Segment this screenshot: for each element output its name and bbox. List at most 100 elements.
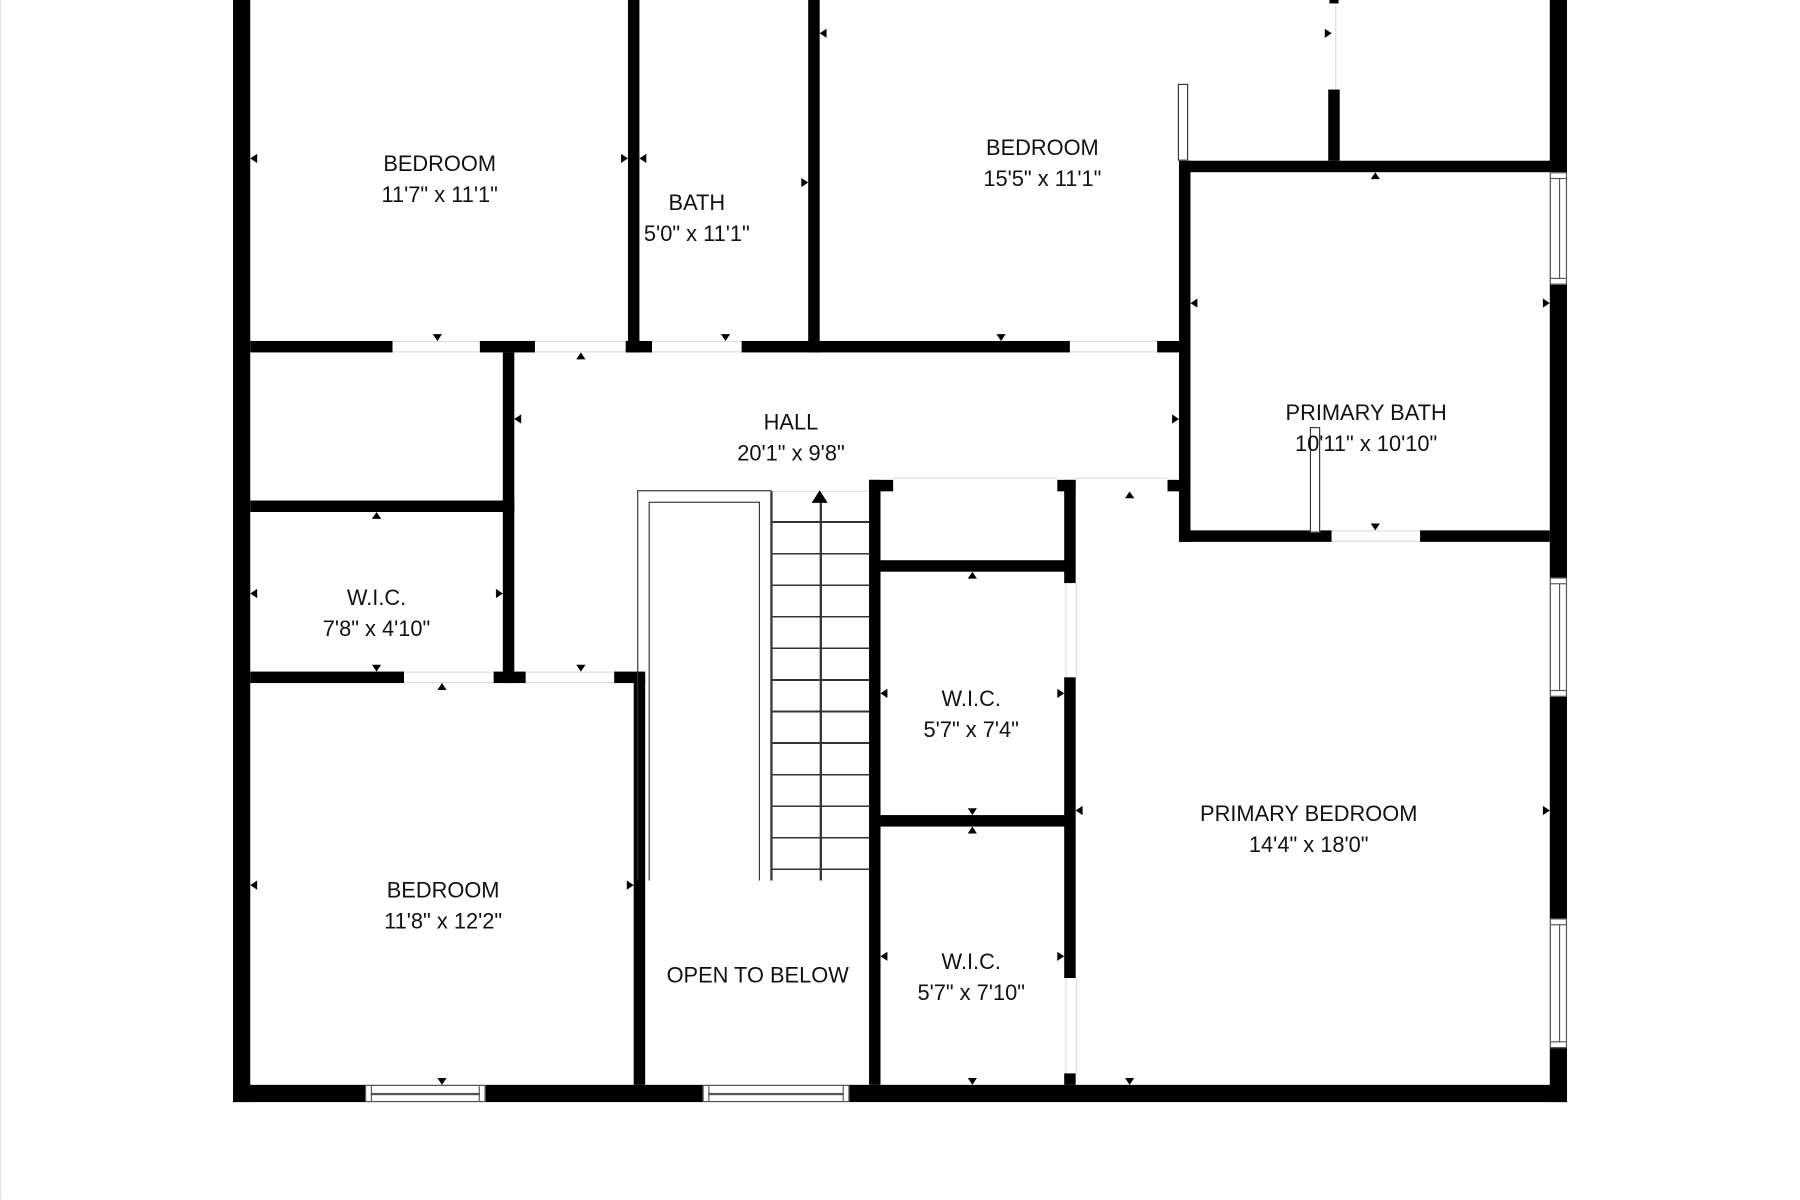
wall-wic-right-2 — [1064, 677, 1076, 979]
wall-cap — [869, 479, 894, 492]
wall-segment — [1157, 340, 1183, 353]
wall-closet-right — [502, 352, 515, 684]
room-label-wic-2: W.I.C. 5'7" x 7'4" — [924, 684, 1019, 746]
door-opening — [1331, 530, 1421, 542]
wall-segment — [625, 340, 653, 353]
image-border — [0, 0, 2, 1200]
room-dimensions: 14'4" x 18'0" — [1248, 833, 1369, 858]
door-opening — [1065, 978, 1077, 1074]
room-dimensions: 5'7" x 7'10" — [917, 981, 1025, 1006]
room-dimensions: 15'5" x 11'1" — [983, 167, 1102, 192]
dimension-marker-icon — [1075, 805, 1083, 816]
wall-cap — [1167, 479, 1191, 492]
dimension-marker-icon — [967, 826, 977, 834]
room-dimensions: 5'7" x 7'4" — [923, 718, 1019, 743]
wall-wic-left — [869, 479, 881, 1085]
room-label-primary-bedroom: PRIMARY BEDROOM 14'4" x 18'0" — [1200, 799, 1417, 861]
room-label-bedroom-1: BEDROOM 11'7" x 11'1" — [381, 149, 497, 211]
wall-stub-top — [1329, 0, 1339, 4]
window — [1549, 172, 1568, 285]
dimension-marker-icon — [639, 153, 647, 164]
dimension-marker-icon — [1370, 523, 1380, 531]
stair-rail-outer — [637, 490, 772, 881]
dimension-marker-icon — [250, 588, 258, 599]
wall-segment — [479, 340, 535, 353]
wall-segment — [250, 340, 393, 353]
door-opening — [652, 340, 742, 353]
wall-segment — [741, 340, 1070, 353]
room-label-hall: HALL 20'1" x 9'8" — [737, 408, 844, 470]
exterior-wall-left — [233, 0, 251, 1103]
dimension-marker-icon — [576, 352, 586, 360]
wall-primary-bath-left — [1178, 160, 1191, 542]
dimension-marker-icon — [819, 28, 827, 38]
room-label-wic-1: W.I.C. 7'8" x 4'10" — [323, 583, 430, 645]
room-label-primary-bath: PRIMARY BATH 10'11" x 10'10" — [1286, 398, 1447, 460]
wall-bedroom1-bath — [627, 0, 640, 353]
window — [1549, 577, 1568, 697]
room-name: W.I.C. — [941, 950, 1001, 975]
room-name: BEDROOM — [986, 136, 1099, 161]
dimension-marker-icon — [1370, 172, 1380, 180]
wall-segment — [493, 671, 526, 684]
dimension-marker-icon — [514, 414, 522, 424]
opening — [893, 477, 1058, 482]
window — [702, 1084, 850, 1103]
room-dimensions: 11'7" x 11'1" — [381, 183, 498, 208]
wall-bedroom3-open — [633, 677, 646, 1085]
wall-primary-bath-bottom — [1178, 530, 1332, 542]
room-name: W.I.C. — [346, 586, 407, 611]
dimension-marker-icon — [1057, 688, 1065, 698]
wall-segment — [614, 671, 646, 684]
exterior-wall-bottom — [233, 1084, 1568, 1103]
dimension-marker-icon — [1172, 414, 1179, 424]
opening — [1075, 477, 1168, 482]
stair-up-arrow-icon — [811, 490, 828, 503]
room-dimensions: 20'1" x 9'8" — [737, 441, 845, 467]
wall-closet-wic — [250, 500, 515, 513]
door-opening — [534, 340, 626, 353]
room-label-bedroom-2: BEDROOM 15'5" x 11'1" — [983, 133, 1101, 195]
dimension-marker-icon — [1324, 28, 1332, 38]
stair-direction-line — [819, 500, 822, 881]
dimension-marker-icon — [1542, 805, 1550, 816]
dimension-marker-icon — [437, 683, 447, 690]
wall-bath-bedroom2 — [808, 0, 820, 353]
room-name: HALL — [763, 410, 819, 436]
wall-closet-stub — [1328, 89, 1340, 161]
dimension-marker-icon — [967, 1077, 977, 1085]
room-name: BEDROOM — [383, 152, 497, 177]
door-opening — [525, 671, 615, 684]
window — [365, 1084, 486, 1103]
door-opening — [404, 671, 494, 684]
dimension-marker-icon — [371, 512, 382, 519]
dimension-marker-icon — [432, 334, 442, 341]
wall-wic-right-1 — [1064, 479, 1076, 584]
dimension-marker-icon — [371, 664, 382, 672]
wall-primary-bath-top — [1178, 160, 1558, 173]
door-opening — [1069, 340, 1158, 353]
window — [1549, 918, 1568, 1049]
door-opening — [1065, 583, 1077, 678]
wall-wic-divider — [880, 815, 1070, 827]
wall-linen-wic — [880, 560, 1070, 572]
dimension-marker-icon — [1057, 951, 1065, 961]
dimension-marker-icon — [967, 808, 977, 816]
dimension-marker-icon — [880, 951, 888, 961]
dimension-marker-icon — [1542, 298, 1550, 308]
room-dimensions: 7'8" x 4'10" — [322, 617, 431, 642]
door-opening — [392, 340, 480, 353]
room-name: BEDROOM — [386, 879, 500, 904]
door-jamb — [1177, 83, 1189, 161]
room-name: PRIMARY BATH — [1285, 401, 1447, 426]
dimension-marker-icon — [576, 664, 586, 672]
room-dimensions: 11'8" x 12'2" — [384, 910, 503, 935]
dimension-marker-icon — [437, 1077, 447, 1085]
room-label-bath: BATH 5'0" x 11'1" — [644, 188, 750, 250]
wall-primary-bath-bottom — [1420, 530, 1550, 542]
dimension-marker-icon — [801, 177, 809, 188]
opening — [1335, 5, 1339, 90]
dimension-marker-icon — [621, 153, 628, 164]
room-name: PRIMARY BEDROOM — [1200, 802, 1418, 827]
